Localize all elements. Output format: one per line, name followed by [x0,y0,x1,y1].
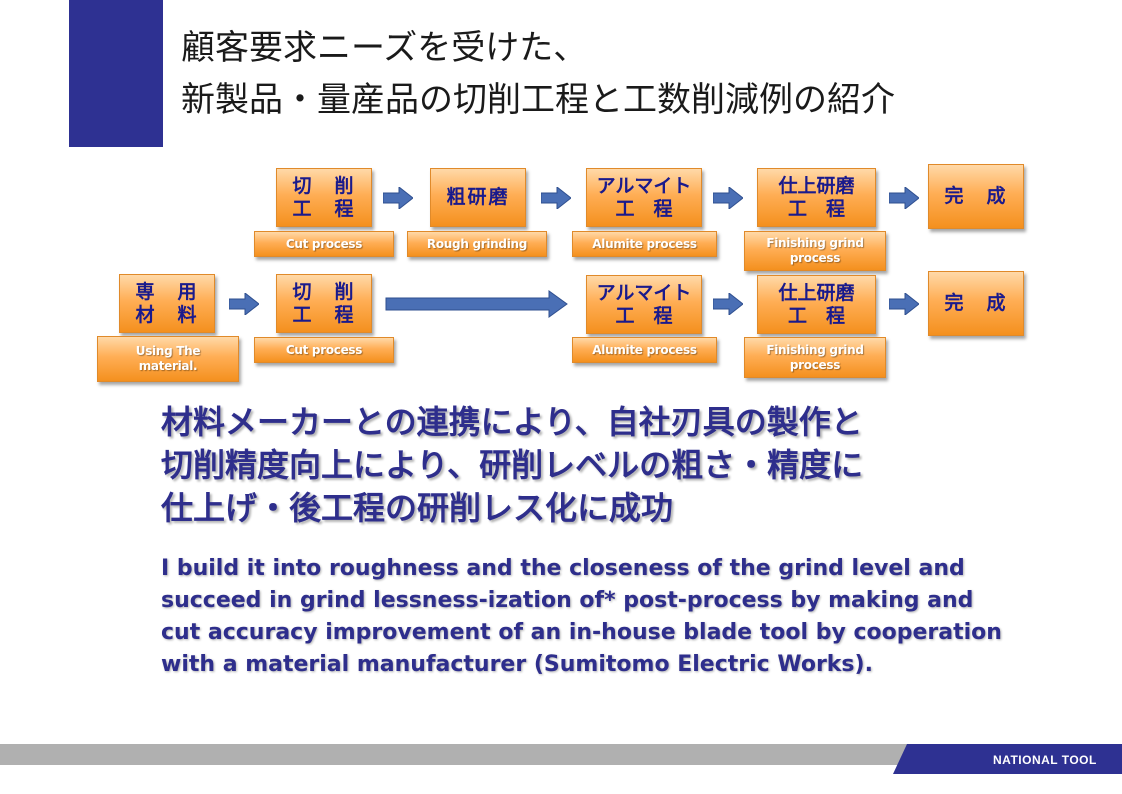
step-label: 完 成 [944,292,1008,314]
step-cut-process: 切 削 工 程 [276,274,372,333]
caption-finishing-grind: Finishing grind process [744,231,886,271]
summary-jp-line: 材料メーカーとの連携により、自社刃具の製作と [161,403,863,441]
step-label: 材 料 [135,303,199,326]
step-label: 工 程 [292,303,356,326]
title-line-1: 顧客要求ニーズを受けた、 [181,28,588,68]
step-label: 仕上研磨 [778,174,855,197]
caption-text: process [789,357,841,372]
caption-text: Rough grinding [426,236,528,251]
arrow-right-icon [713,293,743,315]
caption-cut-process: Cut process [254,337,394,363]
step-rough-grinding: 粗研磨 [430,168,526,227]
caption-text: Finishing grind [766,342,864,357]
summary-jp-line: 仕上げ・後工程の研削レス化に成功 [161,489,674,527]
step-cut-process: 切 削 工 程 [276,168,372,227]
caption-finishing-grind: Finishing grind process [744,337,886,378]
step-label: 工 程 [787,197,845,220]
arrow-right-icon [229,293,259,315]
caption-alumite-process: Alumite process [572,337,717,363]
step-label: 工 程 [787,304,845,327]
step-alumite-process: アルマイト 工 程 [586,275,702,334]
step-label: 切 削 [292,174,356,197]
summary-english: I build it into roughness and the closen… [161,556,1002,677]
step-label: 切 削 [292,280,356,303]
caption-cut-process: Cut process [254,231,394,257]
brand-name: NATIONAL TOOL [993,753,1097,767]
caption-text: Alumite process [592,342,697,357]
step-finishing-grind: 仕上研磨 工 程 [757,275,876,334]
caption-text: Alumite process [592,236,697,251]
step-complete: 完 成 [928,271,1024,336]
arrow-right-icon [889,293,919,315]
step-finishing-grind: 仕上研磨 工 程 [757,168,876,227]
step-label: 工 程 [615,197,673,220]
step-label: アルマイト [596,281,692,304]
summary-jp-line: 切削精度向上により、研削レベルの粗さ・精度に [161,446,864,484]
arrow-right-icon [383,187,413,209]
caption-text: Cut process [285,342,363,357]
caption-text: process [789,251,841,265]
footer-bar [0,744,910,765]
caption-text: Cut process [285,236,363,251]
long-arrow-right-icon [385,290,568,318]
step-label: 仕上研磨 [778,281,855,304]
step-label: アルマイト [596,174,692,197]
caption-text: material. [138,359,198,373]
caption-using-material: Using The material. [97,336,239,382]
step-complete: 完 成 [928,164,1024,229]
arrow-right-icon [541,187,571,209]
summary-japanese: 材料メーカーとの連携により、自社刃具の製作と 切削精度向上により、研削レベルの粗… [161,401,863,530]
caption-text: Finishing grind [766,236,864,250]
arrow-right-icon [889,187,919,209]
title-line-2: 新製品・量産品の切削工程と工数削減例の紹介 [181,80,895,120]
title-accent-bar [69,0,163,147]
step-label: 粗研磨 [446,186,510,208]
step-label: 専 用 [135,280,199,303]
arrow-right-icon [713,187,743,209]
logo-banner-icon [893,744,1122,774]
caption-alumite-process: Alumite process [572,231,717,257]
step-label: 完 成 [944,185,1008,207]
caption-text: Using The [135,344,201,358]
brand-logo: NATIONAL TOOL [893,744,1122,774]
caption-rough-grinding: Rough grinding [407,231,547,257]
step-label: 工 程 [615,304,673,327]
step-alumite-process: アルマイト 工 程 [586,168,702,227]
page-title: 顧客要求ニーズを受けた、 新製品・量産品の切削工程と工数削減例の紹介 [181,22,895,126]
step-dedicated-material: 専 用 材 料 [119,274,215,333]
step-label: 工 程 [292,197,356,220]
